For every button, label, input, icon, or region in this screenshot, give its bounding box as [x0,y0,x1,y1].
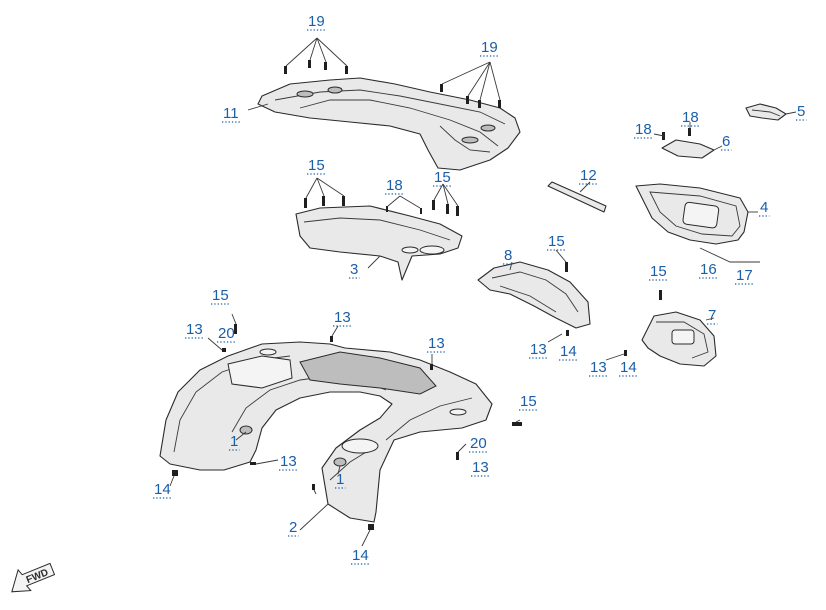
part-2-rear-fender [159,313,522,547]
fwd-label: FWD [25,567,50,586]
callout-15: 15 [212,287,229,304]
callout-2: 2 [289,519,297,536]
callout-5: 5 [797,103,805,120]
callout-8: 8 [504,247,512,264]
callout-14: 14 [352,547,369,564]
callout-14: 14 [620,359,637,376]
callout-15: 15 [308,157,325,174]
callout-13: 13 [428,335,445,352]
callout-18: 18 [635,121,652,138]
callout-15: 15 [650,263,667,280]
part-7-side-bracket [605,290,717,367]
part-5-bracket [745,103,797,121]
callout-3: 3 [350,261,358,278]
callout-15: 15 [520,393,537,410]
callout-15: 15 [548,233,565,250]
part-6-mount-plate [653,122,723,159]
callout-14: 14 [154,481,171,498]
callout-20: 20 [218,325,235,342]
callout-13: 13 [590,359,607,376]
part-11-rear-rack [247,37,521,171]
part-12-rail [547,181,607,213]
part-8-side-cover [477,249,591,343]
callout-15: 15 [434,169,451,186]
part-3-rear-cover [295,177,463,281]
callout-19: 19 [308,13,325,30]
callout-17: 17 [736,267,753,284]
callout-6: 6 [722,133,730,150]
callout-13: 13 [472,459,489,476]
part-4-tail-panel [635,183,760,263]
callout-4: 4 [760,199,768,216]
callout-18: 18 [386,177,403,194]
callout-1: 1 [230,433,238,450]
callout-13: 13 [186,321,203,338]
callout-14: 14 [560,343,577,360]
callout-13: 13 [334,309,351,326]
fwd-arrow-icon: FWD [11,562,56,593]
callout-20: 20 [470,435,487,452]
callout-1: 1 [336,471,344,488]
callout-7: 7 [708,307,716,324]
callout-13: 13 [530,341,547,358]
callout-13: 13 [280,453,297,470]
callout-18: 18 [682,109,699,126]
callout-19: 19 [481,39,498,56]
callout-16: 16 [700,261,717,278]
callout-11: 11 [223,105,239,122]
callout-12: 12 [580,167,597,184]
